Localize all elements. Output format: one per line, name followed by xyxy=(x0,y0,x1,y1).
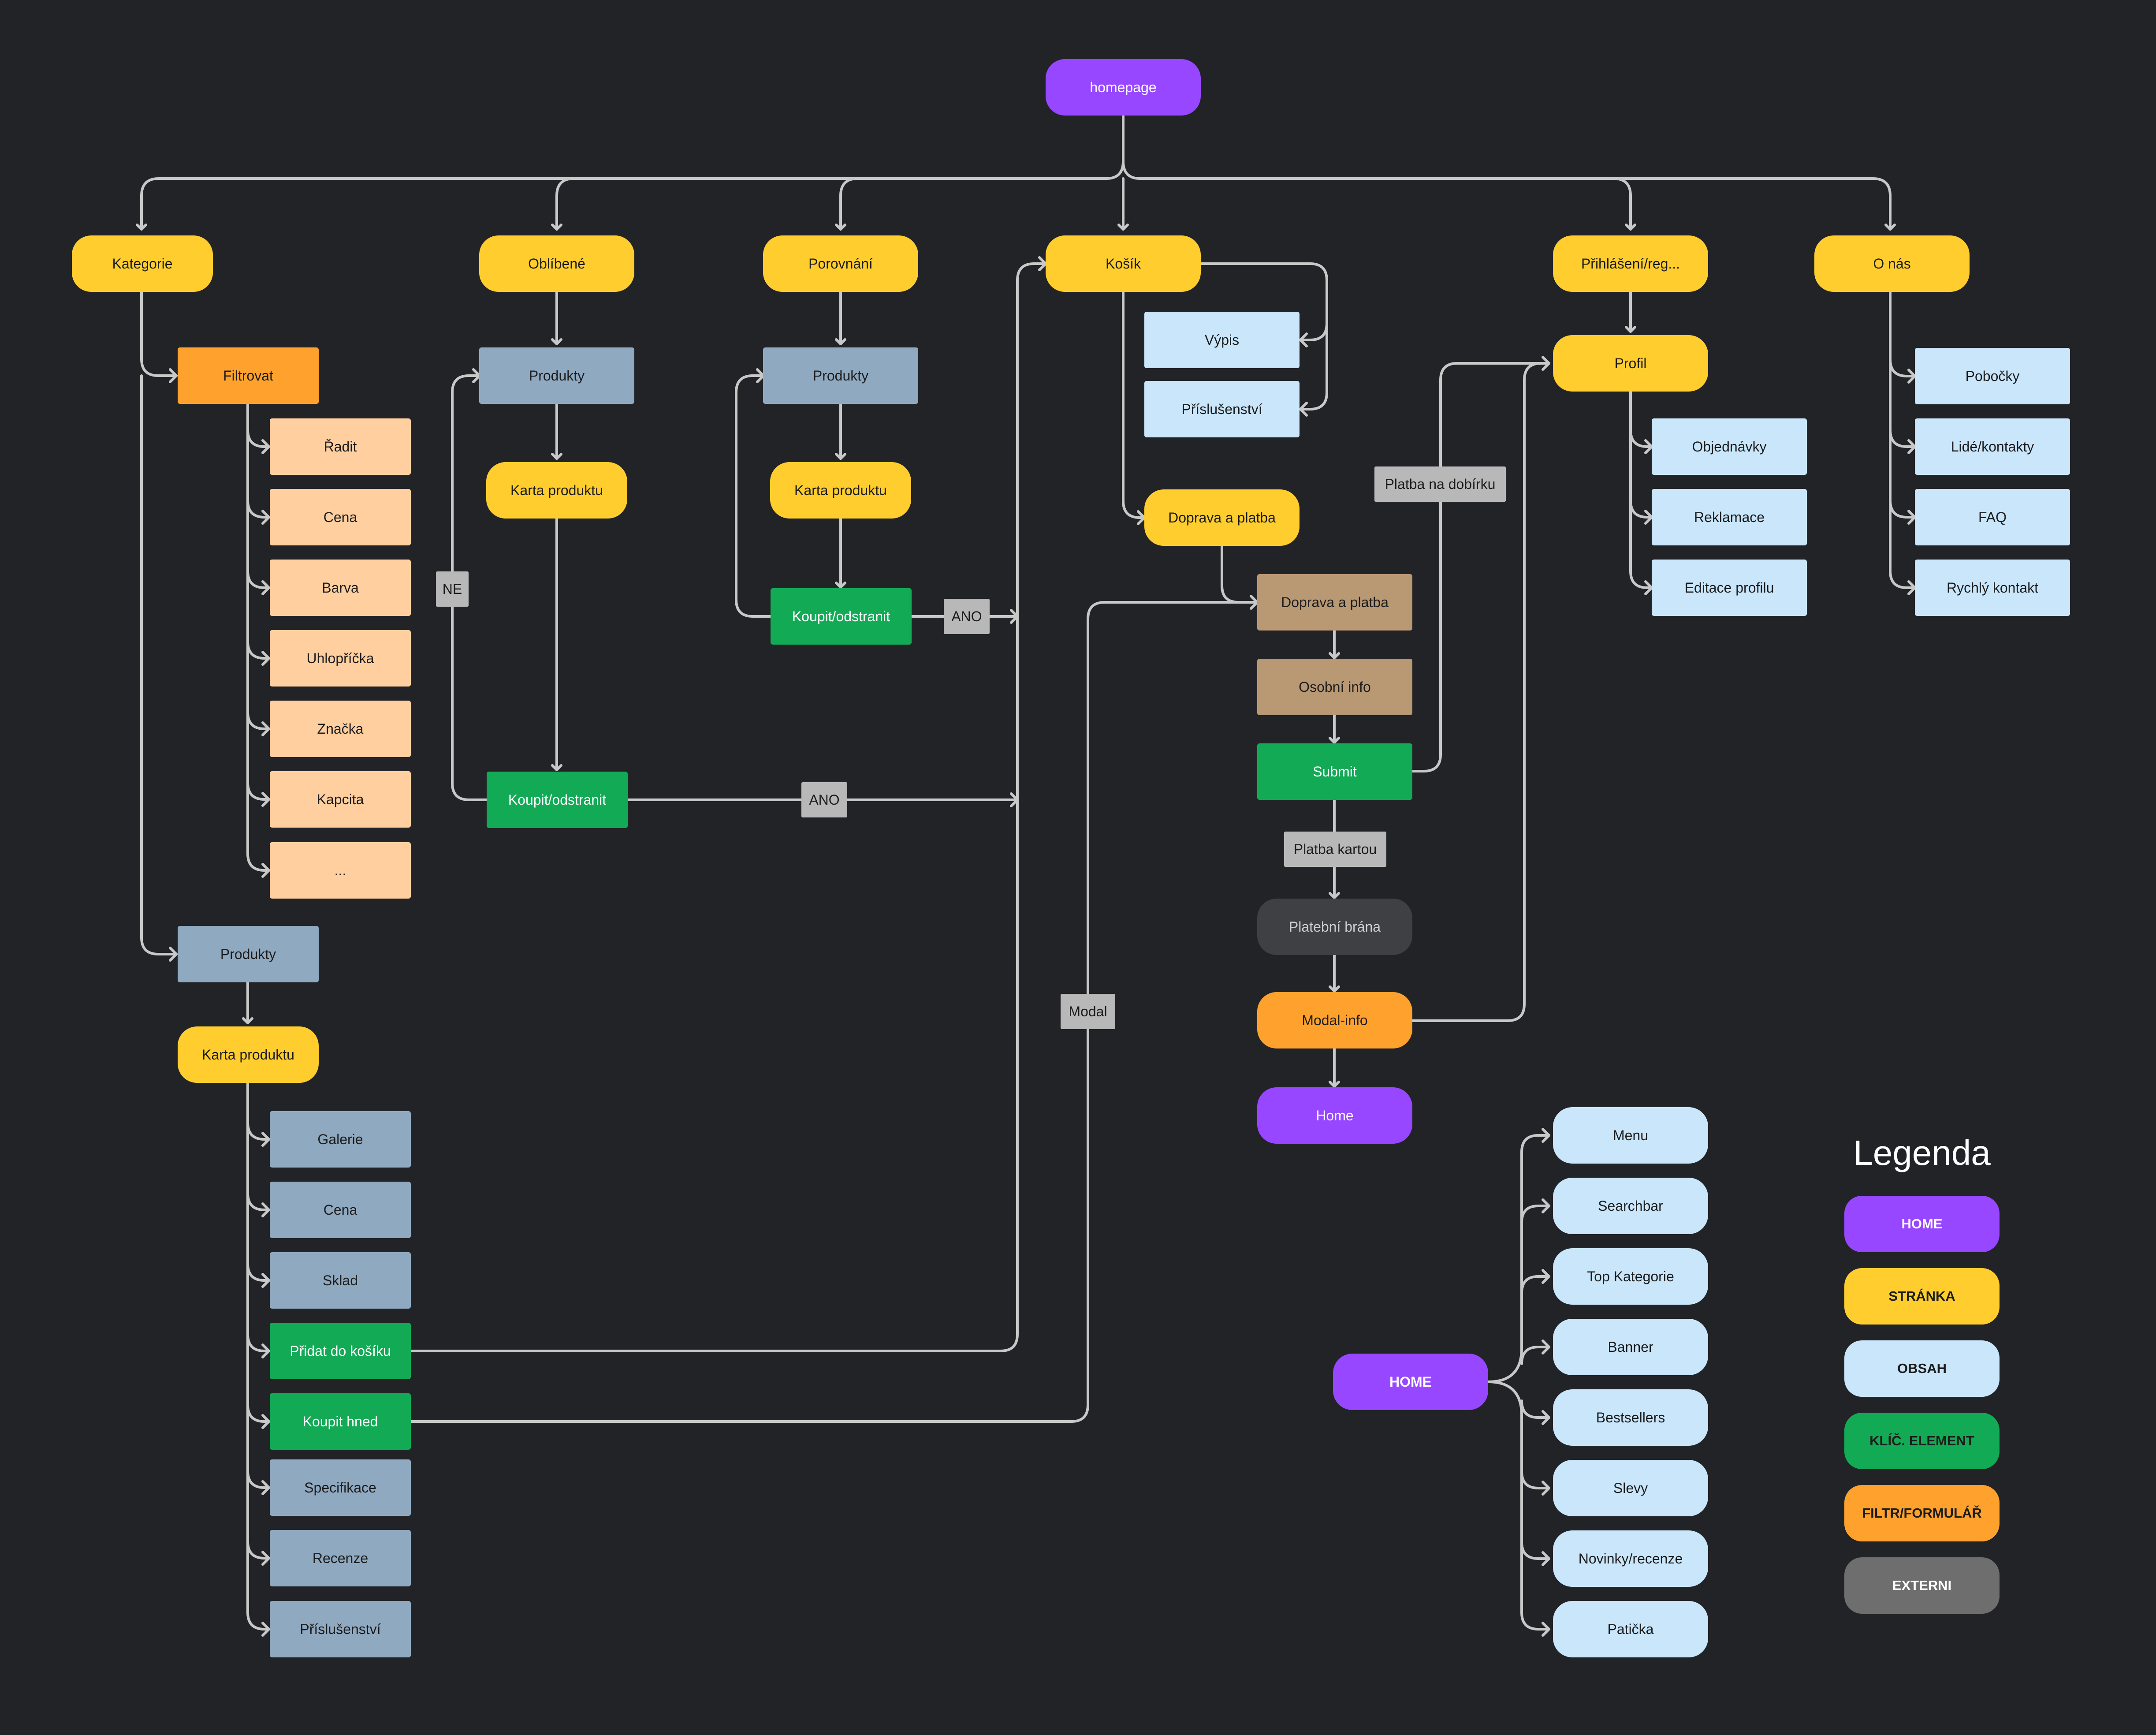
onas-faq: FAQ xyxy=(1915,489,2070,545)
filter-option-radit: Řadit xyxy=(270,418,411,475)
karta-item-pridat-do-kosiku: Přidat do košíku xyxy=(270,1323,411,1379)
oblibene-produkty-node: Produkty xyxy=(479,347,634,404)
checkout-submit: Submit xyxy=(1257,743,1412,800)
home-item-slevy: Slevy xyxy=(1553,1460,1708,1516)
prihlaseni-page: Přihlášení/reg... xyxy=(1553,235,1708,292)
filter-option-cena: Cena xyxy=(270,489,411,545)
filter-option-more: ... xyxy=(270,842,411,899)
onas-lide-kontakty: Lidé/kontakty xyxy=(1915,418,2070,475)
onas-pobocky: Pobočky xyxy=(1915,348,2070,404)
porovnani-page: Porovnání xyxy=(763,235,918,292)
checkout-platebni-brana: Platební brána xyxy=(1257,899,1412,955)
legend-klic-element: KLÍČ. ELEMENT xyxy=(1844,1413,2000,1469)
home-item-searchbar: Searchbar xyxy=(1553,1178,1708,1234)
legend-title: Legenda xyxy=(1853,1133,1991,1172)
profil-reklamace: Reklamace xyxy=(1652,489,1807,545)
kosik-prislusenstvi: Příslušenství xyxy=(1144,381,1300,437)
karta-item-recenze: Recenze xyxy=(270,1530,411,1586)
legend-externi: EXTERNI xyxy=(1844,1557,2000,1614)
onas-rychly-kontakt: Rychlý kontakt xyxy=(1915,560,2070,616)
homepage-node: homepage xyxy=(1046,59,1201,116)
karta-item-prislusenstvi: Příslušenství xyxy=(270,1601,411,1657)
checkout-modal-info: Modal-info xyxy=(1257,992,1412,1048)
o-nas-page: O nás xyxy=(1814,235,1970,292)
karta-item-koupit-hned: Koupit hned xyxy=(270,1393,411,1450)
porovnani-produkty-node: Produkty xyxy=(763,347,918,404)
legend-home: HOME xyxy=(1844,1196,2000,1252)
filtrovat-node: Filtrovat xyxy=(178,347,319,404)
home-item-top-kategorie: Top Kategorie xyxy=(1553,1248,1708,1305)
home-item-bestsellers: Bestsellers xyxy=(1553,1389,1708,1446)
oblibene-page: Oblíbené xyxy=(479,235,634,292)
checkout-osobni-info: Osobní info xyxy=(1257,659,1412,715)
home-item-paticka: Patička xyxy=(1553,1601,1708,1657)
legend-obsah: OBSAH xyxy=(1844,1340,2000,1397)
filter-option-kapacita: Kapcita xyxy=(270,771,411,828)
home-item-banner: Banner xyxy=(1553,1319,1708,1375)
home-item-novinky-recenze: Novinky/recenze xyxy=(1553,1530,1708,1587)
tag-platba-na-dobirku: Platba na dobírku xyxy=(1374,466,1506,502)
tag-modal: Modal xyxy=(1061,994,1115,1029)
home-item-menu: Menu xyxy=(1553,1107,1708,1164)
profil-objednavky: Objednávky xyxy=(1652,418,1807,475)
kategorie-produkty-node: Produkty xyxy=(178,926,319,982)
karta-item-galerie: Galerie xyxy=(270,1111,411,1168)
legend-filtr-formular: FILTR/FORMULÁŘ xyxy=(1844,1485,2000,1541)
karta-item-cena: Cena xyxy=(270,1182,411,1238)
porovnani-koupit-odstranit: Koupit/odstranit xyxy=(771,588,912,645)
filter-option-uhlopricka: Uhlopříčka xyxy=(270,630,411,687)
tag-ne: NE xyxy=(436,571,469,607)
kategorie-karta-produktu: Karta produktu xyxy=(178,1026,319,1083)
filter-option-znacka: Značka xyxy=(270,701,411,757)
profil-editace-profilu: Editace profilu xyxy=(1652,560,1807,616)
home-root-node: HOME xyxy=(1333,1354,1488,1410)
kategorie-page: Kategorie xyxy=(72,235,213,292)
kosik-doprava-a-platba: Doprava a platba xyxy=(1144,489,1300,546)
filter-option-barva: Barva xyxy=(270,560,411,616)
tag-ano-porovnani: ANO xyxy=(944,599,990,634)
porovnani-karta-produktu: Karta produktu xyxy=(770,462,911,519)
karta-item-specifikace: Specifikace xyxy=(270,1459,411,1516)
kosik-vypis: Výpis xyxy=(1144,312,1300,368)
checkout-doprava-a-platba: Doprava a platba xyxy=(1257,574,1412,631)
legend-stranka: STRÁNKA xyxy=(1844,1268,2000,1325)
kosik-page: Košík xyxy=(1046,235,1201,292)
karta-item-sklad: Sklad xyxy=(270,1252,411,1309)
tag-platba-kartou: Platba kartou xyxy=(1284,832,1386,867)
oblibene-koupit-odstranit: Koupit/odstranit xyxy=(487,772,628,828)
profil-page: Profil xyxy=(1553,335,1708,392)
oblibene-karta-produktu: Karta produktu xyxy=(486,462,627,519)
tag-ano-oblibene: ANO xyxy=(801,782,847,817)
checkout-home: Home xyxy=(1257,1087,1412,1144)
